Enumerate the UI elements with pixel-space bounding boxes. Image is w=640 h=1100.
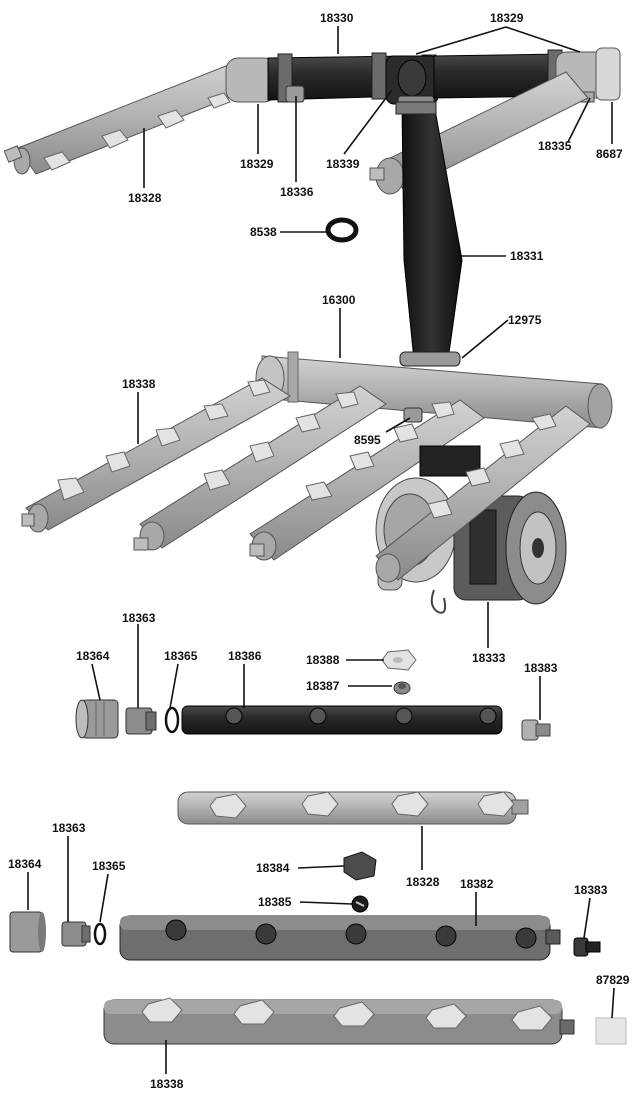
- label-16300: 16300: [322, 293, 356, 307]
- nozzle: [101, 129, 129, 149]
- nozzle: [43, 151, 71, 171]
- label-18333: 18333: [472, 651, 506, 665]
- label-8538: 8538: [250, 225, 277, 239]
- label-18388: 18388: [306, 653, 340, 667]
- nozzle: [105, 451, 131, 473]
- nozzle: [305, 481, 333, 501]
- wash-arm-4: [375, 405, 591, 583]
- nozzle: [57, 477, 85, 501]
- spray-tube-18328: [177, 791, 529, 825]
- nozzle: [295, 413, 321, 433]
- label-87829: 87829: [596, 973, 630, 987]
- leader-lines: [27, 26, 615, 1074]
- nozzle: [247, 379, 271, 397]
- label-8687: 8687: [596, 147, 623, 161]
- manifold-tube-18382: [119, 915, 561, 961]
- label-18335: 18335: [538, 139, 572, 153]
- nozzle: [465, 467, 491, 487]
- manifold-tube-18386: [181, 705, 503, 735]
- label-18383-a: 18383: [524, 661, 558, 675]
- label-18329-top: 18329: [490, 11, 524, 25]
- lower-wash-arm-assembly: [21, 351, 613, 614]
- label-18364-a: 18364: [76, 649, 110, 663]
- label-18331: 18331: [510, 249, 544, 263]
- label-18365-a: 18365: [164, 649, 198, 663]
- label-18363-b: 18363: [52, 821, 86, 835]
- gasket-ring: [325, 217, 359, 243]
- label-18330: 18330: [320, 11, 354, 25]
- label-18384: 18384: [256, 861, 290, 875]
- label-18328-bottom: 18328: [406, 875, 440, 889]
- label-18339: 18339: [326, 157, 360, 171]
- label-18338-bottom: 18338: [150, 1077, 184, 1091]
- nozzle: [157, 109, 185, 129]
- nozzle-insert-18387: [393, 681, 411, 695]
- nozzle: [203, 469, 231, 491]
- nozzle-nut-18388: [381, 649, 417, 671]
- label-18328-top: 18328: [128, 191, 162, 205]
- spray-tube-18338: [103, 997, 575, 1045]
- label-18329-left: 18329: [240, 157, 274, 171]
- part-number-labels: 18330 18329 18329 18328 18336 18339 1833…: [8, 11, 630, 1091]
- nozzle: [531, 413, 557, 431]
- insert-18385: [351, 895, 369, 913]
- nozzle: [249, 441, 275, 463]
- label-18364-b: 18364: [8, 857, 42, 871]
- nozzle: [207, 92, 231, 109]
- label-18365-b: 18365: [92, 859, 126, 873]
- end-cap-18364: [75, 699, 119, 739]
- wash-arm-3: [249, 399, 485, 561]
- nozzle: [155, 427, 181, 447]
- nozzle: [427, 499, 453, 519]
- parts-row-3: [9, 911, 601, 961]
- label-12975: 12975: [508, 313, 542, 327]
- label-18338-mid: 18338: [122, 377, 156, 391]
- upper-wash-arm-assembly: [3, 47, 621, 367]
- label-18387: 18387: [306, 679, 340, 693]
- nozzle: [203, 403, 229, 421]
- o-ring-18365-b: [93, 922, 107, 946]
- parts-row-2: [177, 791, 529, 913]
- end-cap-18364-b: [9, 911, 46, 953]
- parts-row-4: [103, 997, 627, 1045]
- wash-arm-2: [133, 385, 387, 551]
- hex-nut-18384: [343, 851, 377, 881]
- plug-18383-b: [573, 937, 601, 957]
- adapter-18363-b: [61, 921, 91, 947]
- nozzle: [499, 439, 525, 459]
- label-18383-b: 18383: [574, 883, 608, 897]
- label-18382: 18382: [460, 877, 494, 891]
- label-18336: 18336: [280, 185, 314, 199]
- filter-insert-87829: [595, 1017, 627, 1045]
- label-18385: 18385: [258, 895, 292, 909]
- nozzle: [335, 391, 359, 409]
- plug-18383-a: [521, 719, 551, 741]
- label-18363-a: 18363: [122, 611, 156, 625]
- vertical-hose: [395, 101, 463, 361]
- label-8595: 8595: [354, 433, 381, 447]
- nozzle: [431, 401, 455, 419]
- adapter-18363: [125, 707, 157, 735]
- hose-clamp: [399, 351, 461, 367]
- left-wash-arm: [3, 61, 255, 175]
- o-ring-18365: [164, 706, 180, 734]
- nozzle: [393, 423, 419, 443]
- wash-arm-1: [21, 377, 291, 533]
- nozzle: [349, 451, 375, 471]
- parts-row-1: [75, 649, 551, 741]
- label-18386: 18386: [228, 649, 262, 663]
